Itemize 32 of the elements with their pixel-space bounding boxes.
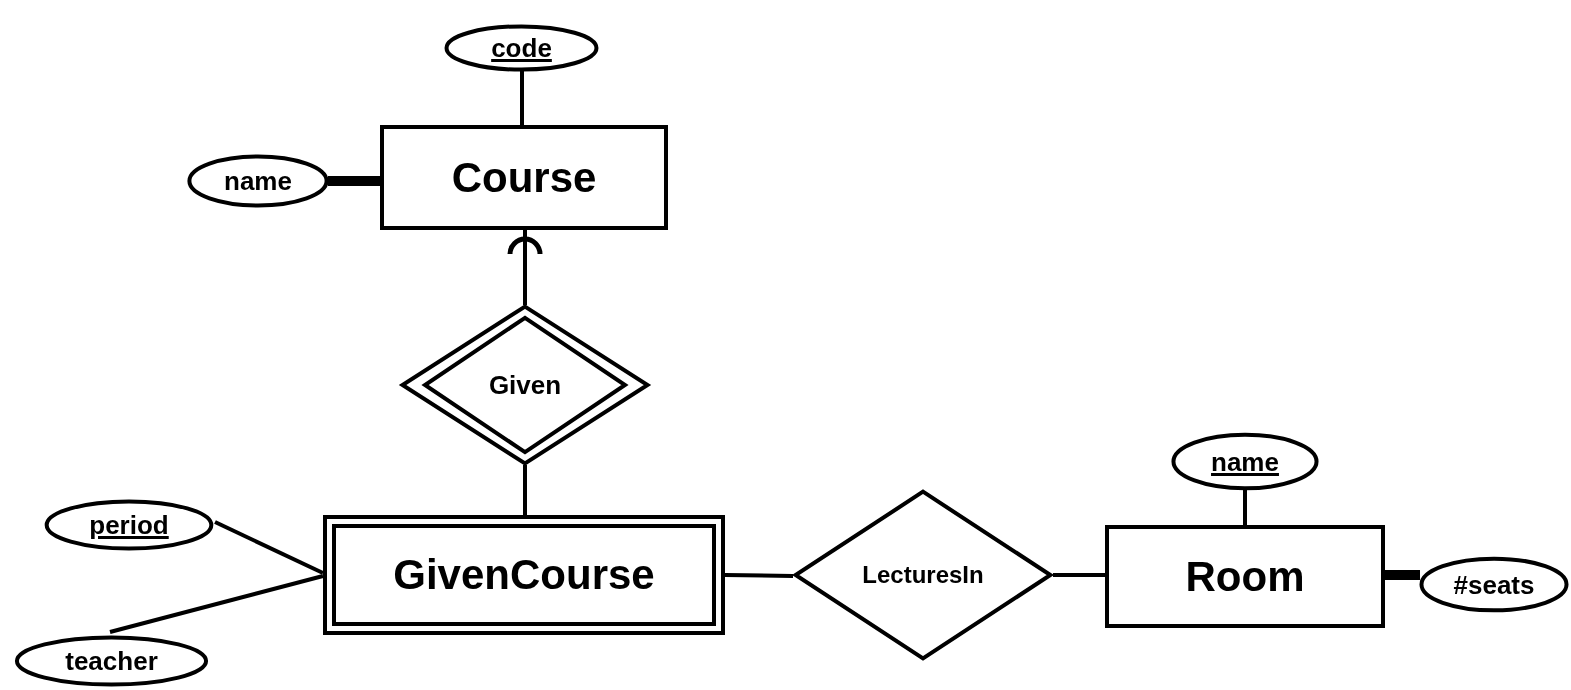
- connector-line: [1053, 573, 1105, 577]
- key-attribute-ellipse: [1172, 433, 1318, 490]
- node-label: GivenCourse: [393, 554, 655, 596]
- connector-line: [328, 176, 380, 186]
- key-attribute-ellipse: [445, 25, 598, 71]
- entity-box: [380, 125, 668, 230]
- attribute-ellipse: [15, 636, 208, 686]
- node-label: period: [89, 512, 169, 538]
- identifying-relationship-diamond: [400, 305, 650, 465]
- attribute-ellipse: [1420, 557, 1568, 612]
- connector-line: [523, 465, 527, 515]
- key-attribute-ellipse: [45, 500, 213, 550]
- node-label: Course: [451, 156, 597, 199]
- node-label: #seats: [1453, 571, 1535, 598]
- node-label: name: [224, 168, 292, 194]
- connector-line: [1385, 570, 1420, 580]
- attribute-ellipse: [188, 155, 328, 207]
- node-label: Room: [1185, 555, 1305, 598]
- connector-line: [520, 71, 524, 125]
- entity-box: [1105, 525, 1385, 628]
- weak-entity-box: [323, 515, 725, 635]
- node-label: teacher: [65, 648, 158, 674]
- connector-line: [109, 574, 324, 634]
- connector-line: [1243, 490, 1247, 525]
- node-label: name: [1211, 448, 1279, 475]
- node-label: Given: [488, 372, 562, 398]
- node-label: LecturesIn: [862, 563, 984, 587]
- connector-line: [214, 520, 324, 575]
- relationship-diamond: [793, 490, 1053, 660]
- node-label: code: [491, 35, 552, 61]
- connector-line: [507, 230, 543, 305]
- connector-line: [724, 573, 794, 578]
